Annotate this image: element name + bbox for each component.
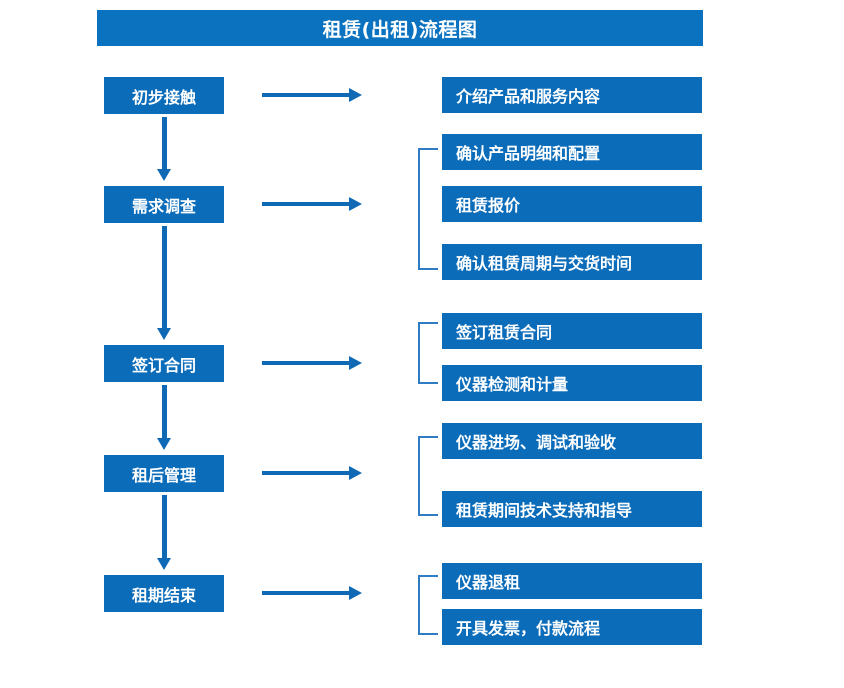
detail-box-confirm-product-details[interactable]: 确认产品明细和配置 — [442, 134, 702, 170]
detail-box-instrument-inspection[interactable]: 仪器检测和计量 — [442, 365, 702, 401]
page-title: 租赁(出租)流程图 — [97, 10, 703, 46]
arrow-shaft — [162, 117, 167, 169]
arrow-needs-survey-to-sign-contract-icon — [157, 226, 171, 340]
arrow-post-rental-to-lease-end-icon — [157, 495, 171, 570]
arrow-shaft — [262, 471, 350, 475]
stage-box-initial-contact[interactable]: 初步接触 — [104, 77, 224, 114]
detail-box-instrument-onsite-commissioning[interactable]: 仪器进场、调试和验收 — [442, 423, 702, 459]
detail-box-technical-support[interactable]: 租赁期间技术支持和指导 — [442, 491, 702, 527]
arrow-head — [349, 586, 362, 600]
arrow-head — [157, 438, 171, 450]
arrow-sign-contract-to-group-icon — [262, 356, 362, 370]
arrow-head — [157, 328, 171, 340]
detail-box-sign-rental-contract[interactable]: 签订租赁合同 — [442, 313, 702, 349]
arrow-sign-contract-to-post-rental-icon — [157, 385, 171, 450]
arrow-head — [349, 356, 362, 370]
stage-box-needs-survey[interactable]: 需求调查 — [104, 186, 224, 223]
arrow-lease-end-to-group-icon — [262, 586, 362, 600]
detail-box-intro-products-services[interactable]: 介绍产品和服务内容 — [442, 77, 702, 113]
arrow-head — [349, 88, 362, 102]
arrow-head — [157, 558, 171, 570]
arrow-head — [349, 197, 362, 211]
detail-box-confirm-period-delivery[interactable]: 确认租赁周期与交货时间 — [442, 244, 702, 280]
arrow-shaft — [262, 361, 350, 365]
arrow-shaft — [162, 495, 167, 558]
bracket-needs-survey-group — [418, 148, 438, 270]
arrow-shaft — [162, 226, 167, 328]
detail-box-rental-quotation[interactable]: 租赁报价 — [442, 186, 702, 222]
arrow-head — [349, 466, 362, 480]
stage-box-lease-end[interactable]: 租期结束 — [104, 575, 224, 612]
arrow-post-rental-to-group-icon — [262, 466, 362, 480]
bracket-post-rental-group — [418, 436, 438, 516]
arrow-shaft — [262, 93, 350, 97]
arrow-shaft — [262, 591, 350, 595]
detail-box-instrument-return[interactable]: 仪器退租 — [442, 563, 702, 599]
arrow-head — [157, 169, 171, 181]
stage-box-post-rental[interactable]: 租后管理 — [104, 455, 224, 492]
arrow-shaft — [262, 202, 350, 206]
arrow-initial-contact-to-intro-icon — [262, 88, 362, 102]
stage-box-sign-contract[interactable]: 签订合同 — [104, 345, 224, 382]
bracket-sign-contract-group — [418, 322, 438, 384]
arrow-initial-contact-to-needs-survey-icon — [157, 117, 171, 181]
arrow-needs-survey-to-group-icon — [262, 197, 362, 211]
bracket-lease-end-group — [418, 575, 438, 635]
arrow-shaft — [162, 385, 167, 438]
detail-box-invoice-payment[interactable]: 开具发票，付款流程 — [442, 609, 702, 645]
